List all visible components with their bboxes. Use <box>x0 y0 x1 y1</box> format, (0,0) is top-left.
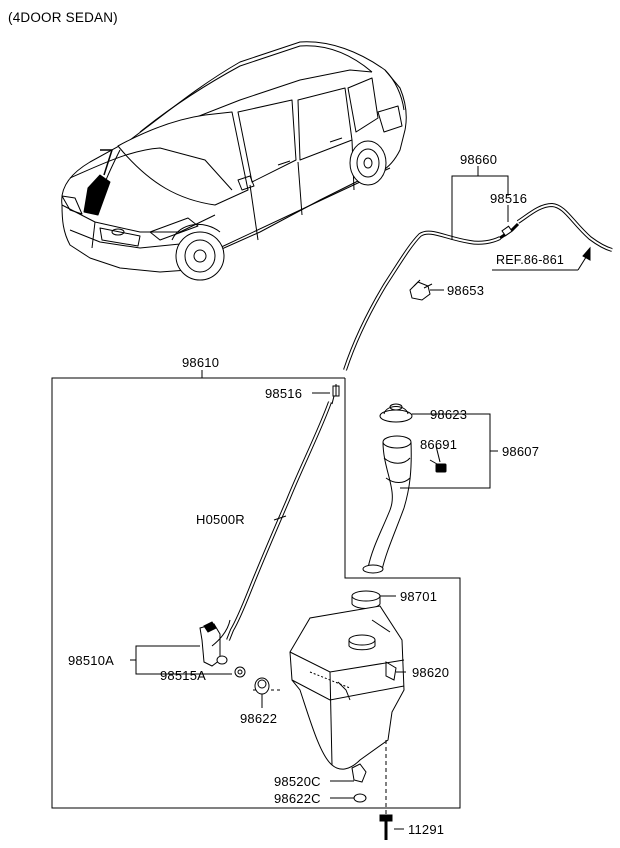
label-98510A: 98510A <box>68 653 115 668</box>
car-illustration <box>61 41 407 281</box>
hose-98660 <box>343 202 613 371</box>
bolt-11291 <box>379 814 404 840</box>
filler-neck <box>362 435 412 574</box>
grommet-98622C <box>330 793 367 803</box>
label-98622C: 98622C <box>274 791 321 806</box>
grommet-98701 <box>351 590 396 609</box>
clip-98653 <box>409 279 444 301</box>
label-98620: 98620 <box>412 665 450 680</box>
reference-label[interactable]: REF.86-861 <box>496 253 565 267</box>
assembly-frame <box>51 377 461 809</box>
pump-98510A <box>199 619 231 667</box>
cap-98623 <box>379 403 428 423</box>
label-98701: 98701 <box>400 589 438 604</box>
label-98622: 98622 <box>240 711 278 726</box>
label-98660: 98660 <box>460 152 498 167</box>
label-11291: 11291 <box>408 822 445 837</box>
grommet-98622 <box>254 677 270 708</box>
label-98623: 98623 <box>430 407 468 422</box>
diagram-title: (4DOOR SEDAN) <box>8 10 118 25</box>
label-98516-top: 98516 <box>490 191 528 206</box>
label-98520C: 98520C <box>274 774 321 789</box>
bolt-86691 <box>429 445 447 473</box>
grommet-98515A <box>234 666 246 678</box>
label-98516-box: 98516 <box>265 386 303 401</box>
label-H0500R: H0500R <box>196 512 245 527</box>
sensor-98520C <box>330 763 367 783</box>
label-98607: 98607 <box>502 444 540 459</box>
label-98515A: 98515A <box>160 668 207 683</box>
label-86691: 86691 <box>420 437 458 452</box>
label-98653: 98653 <box>447 283 485 298</box>
label-98610: 98610 <box>182 355 220 370</box>
reservoir-tank <box>289 605 406 770</box>
hose-H0500R <box>226 384 340 641</box>
